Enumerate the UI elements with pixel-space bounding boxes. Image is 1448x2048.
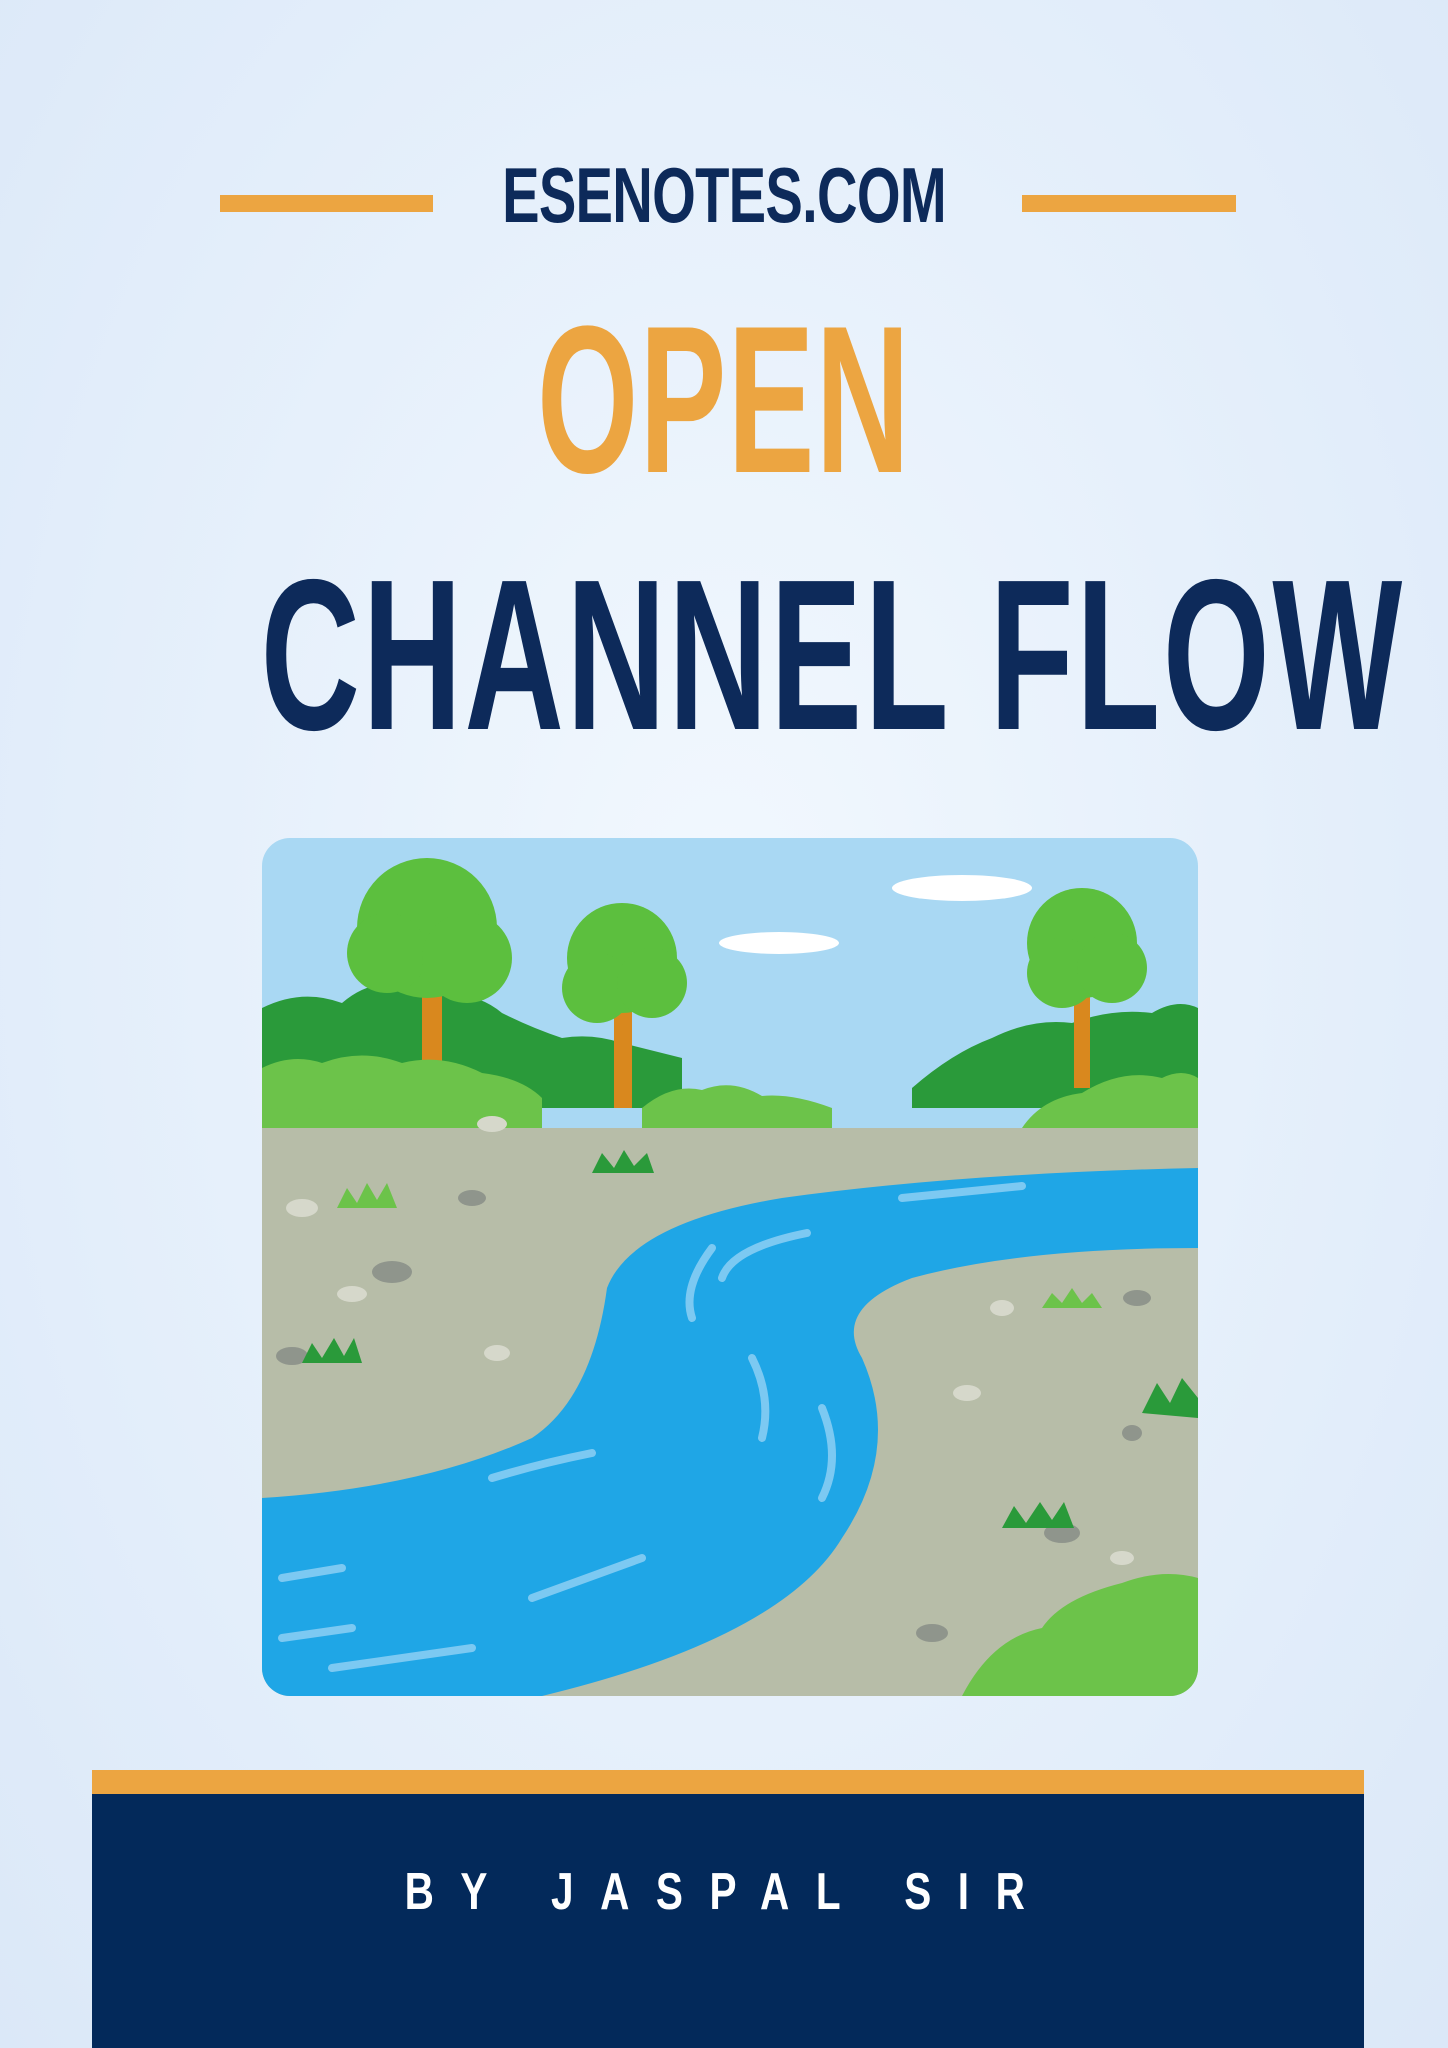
left-decorative-rule (220, 195, 433, 212)
accent-bar (92, 1770, 1364, 1794)
pebbles (276, 1116, 1151, 1642)
title-line-1: OPEN (537, 282, 911, 517)
author-panel: BY JASPAL SIR (92, 1794, 1364, 2048)
right-decorative-rule (1022, 195, 1236, 212)
cloud-icon (719, 932, 839, 954)
grass-tufts (302, 1150, 1198, 1696)
cloud-icon (892, 875, 1032, 901)
author-band: BY JASPAL SIR (92, 1770, 1364, 2048)
river-illustration (262, 838, 1198, 1696)
light-bushes (642, 1085, 832, 1128)
river (262, 1168, 1198, 1696)
water-ripples (278, 1182, 1026, 1672)
light-bushes (1022, 1073, 1198, 1128)
site-name: ESENOTES.COM (502, 151, 947, 239)
title-line-2: CHANNEL FLOW (260, 534, 1405, 775)
tree-trunk (614, 988, 632, 1108)
author-name: BY JASPAL SIR (404, 1863, 1052, 1921)
